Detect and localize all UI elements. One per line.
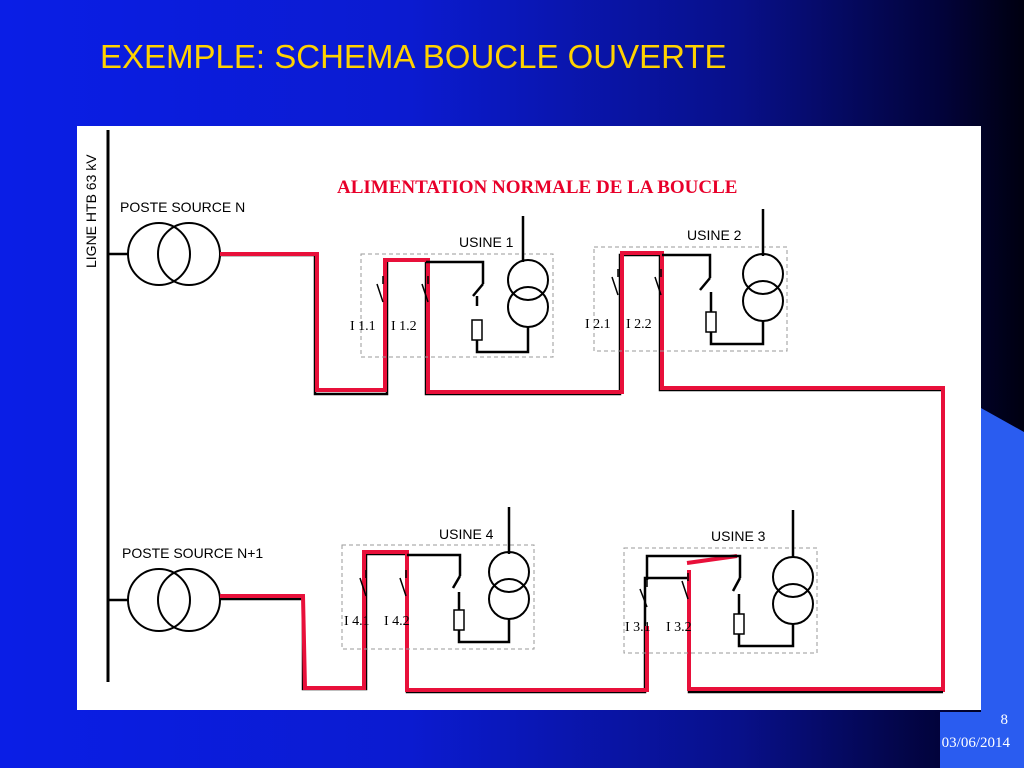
source-n1-label: POSTE SOURCE N+1 (122, 545, 263, 561)
switch-i1-1 (376, 276, 384, 303)
switch-i2-1-label: I 2.1 (585, 317, 611, 332)
switch-i1-2-label: I 1.2 (391, 319, 417, 334)
htb-line-label: LIGNE HTB 63 kV (83, 154, 99, 268)
switch-i3-2-label: I 3.2 (666, 620, 692, 635)
source-n-label: POSTE SOURCE N (120, 199, 245, 215)
slide-number: 8 (1000, 712, 1009, 728)
usine-1-label: USINE 1 (459, 234, 514, 250)
upper-feeder-energized (220, 251, 945, 692)
usine-3-label: USINE 3 (711, 528, 766, 544)
slide-title: EXEMPLE: SCHEMA BOUCLE OUVERTE (100, 38, 727, 75)
lower-feeder-black (220, 552, 943, 694)
switch-i2-1 (611, 269, 619, 296)
usine-4: USINE 4 I 4.1 I 4.2 (341, 507, 535, 650)
usine-4-label: USINE 4 (439, 526, 494, 542)
diagram-panel: LIGNE HTB 63 kV ALIMENTATION NORMALE DE … (77, 126, 981, 710)
switch-i1-1-label: I 1.1 (350, 319, 376, 334)
source-n-transformer (108, 222, 221, 286)
switch-i3-1 (639, 580, 648, 608)
loop-diagram: LIGNE HTB 63 kV ALIMENTATION NORMALE DE … (83, 130, 945, 694)
switch-i4-2 (399, 570, 407, 597)
slide-date: 03/06/2014 (941, 735, 1010, 751)
switch-i4-1 (359, 570, 367, 597)
diagram-heading: ALIMENTATION NORMALE DE LA BOUCLE (337, 177, 737, 198)
usine-3: USINE 3 I 3.1 I 3.2 (623, 510, 818, 654)
usine-1: USINE 1 I 1.1 I 1.2 (350, 216, 554, 358)
switch-i2-2 (654, 269, 662, 296)
usine-2: USINE 2 I 2.1 I 2.2 (585, 209, 788, 352)
switch-i3-1-label: I 3.1 (625, 620, 651, 635)
switch-i3-2 (681, 573, 689, 600)
source-n1-transformer (108, 568, 221, 632)
upper-feeder-black (220, 253, 943, 396)
lower-feeder-energized (220, 550, 943, 692)
usine-2-label: USINE 2 (687, 227, 742, 243)
switch-i4-1-label: I 4.1 (344, 614, 370, 629)
switch-i4-2-label: I 4.2 (384, 614, 410, 629)
switch-i2-2-label: I 2.2 (626, 317, 652, 332)
switch-i1-2 (421, 276, 429, 303)
